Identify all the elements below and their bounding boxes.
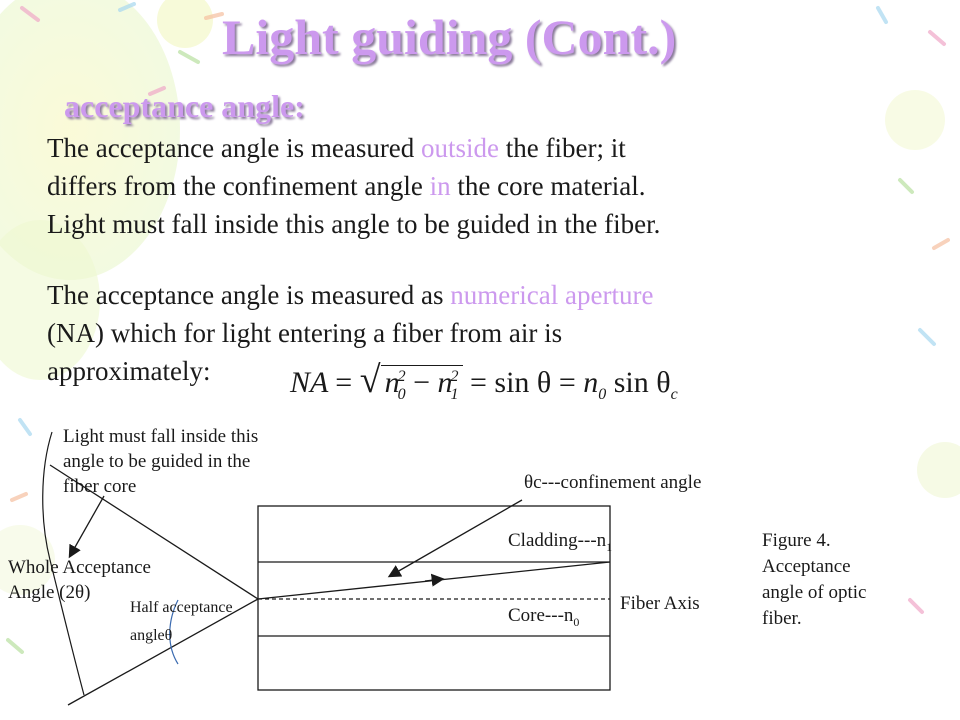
formula-sub: c	[670, 386, 678, 403]
confinement-pointer	[387, 499, 523, 578]
paragraph-1-line-3: Light must fall inside this angle to be …	[47, 205, 660, 243]
caption-line: Figure 4.	[762, 530, 831, 551]
cladding-label: Cladding---n1	[508, 528, 612, 560]
paragraph-2: The acceptance angle is measured as nume…	[47, 276, 653, 390]
whole-acceptance-line: Whole Acceptance	[8, 557, 151, 578]
core-subscript: 0	[573, 614, 580, 629]
na-formula: NA = √n20 − n21 = sin θ = n0 sin θc	[290, 359, 678, 403]
formula-n0: n	[384, 366, 400, 399]
decorative-dashes	[6, 2, 950, 654]
ray-direction-arrow	[424, 573, 445, 587]
confinement-angle-label: θc---confinement angle	[524, 472, 702, 493]
text: The acceptance angle is measured	[47, 133, 422, 163]
text: Light must fall inside this angle to be …	[47, 209, 661, 239]
fiber-axis-label: Fiber Axis	[620, 593, 700, 614]
decorative-bubble	[0, 220, 100, 380]
formula-sup: 2	[397, 368, 406, 385]
formula-n0: n	[583, 366, 599, 399]
ray-upper-incoming	[49, 464, 259, 600]
caption-line: fiber.	[762, 608, 802, 629]
cladding-text: Cladding---n	[508, 530, 607, 551]
formula-sup: 2	[450, 368, 459, 385]
note-line: angle to be guided in the	[63, 451, 251, 472]
note-line: Light must fall inside this	[63, 426, 259, 447]
paragraph-2-line-1: The acceptance angle is measured as nume…	[47, 276, 653, 314]
paragraph-1-line-2: differs from the confinement angle in th…	[47, 167, 660, 205]
half-acceptance-line: angleθ	[130, 627, 173, 644]
ray-lower-incoming	[67, 598, 259, 706]
paragraph-1: The acceptance angle is measured outside…	[47, 129, 660, 243]
decorative-bubble	[157, 0, 213, 48]
cladding-subscript: 1	[606, 539, 613, 554]
slide-subtitle: acceptance angle:	[64, 88, 305, 124]
text: the core material.	[450, 171, 646, 201]
fiber-box	[257, 505, 611, 691]
paragraph-2-line-2: (NA) which for light entering a fiber fr…	[47, 314, 653, 352]
formula-sub: 1	[450, 386, 459, 403]
formula-sin-theta-c: sin θ	[613, 366, 671, 399]
paragraph-1-line-1: The acceptance angle is measured outside…	[47, 129, 660, 167]
formula-n1: n	[437, 366, 453, 399]
whole-acceptance-line: Angle (2θ)	[8, 582, 91, 603]
highlight-in: in	[429, 171, 451, 201]
whole-acceptance-arc	[42, 431, 85, 696]
formula-sub: 0	[397, 386, 406, 403]
note-label: Light must fall inside this angle to be …	[63, 424, 258, 499]
core-label: Core---n0	[508, 603, 579, 635]
core-text: Core---n	[508, 605, 574, 626]
decorative-bubble	[885, 90, 945, 150]
note-line: fiber core	[63, 476, 137, 497]
caption-line: Acceptance	[762, 556, 851, 577]
formula-sub: 0	[598, 386, 607, 403]
highlight-outside: outside	[421, 133, 500, 163]
text: the fiber; it	[499, 133, 626, 163]
decorative-bubble	[0, 525, 55, 595]
text: The acceptance angle is measured as	[47, 280, 451, 310]
paragraph-2-line-3: approximately:	[47, 352, 653, 390]
highlight-numerical-aperture: numerical aperture	[450, 280, 654, 310]
text: (NA) which for light entering a fiber fr…	[47, 318, 563, 348]
formula-na: NA	[290, 366, 328, 399]
text: differs from the confinement angle	[47, 171, 430, 201]
slide-title: Light guiding (Cont.)	[222, 9, 677, 65]
formula-sin-theta: sin θ	[494, 366, 552, 399]
half-acceptance-line: Half acceptance	[130, 599, 233, 616]
whole-acceptance-label: Whole Acceptance Angle (2θ)	[8, 555, 151, 605]
decorative-bubble	[917, 442, 960, 498]
figure-caption: Figure 4. Acceptance angle of optic fibe…	[762, 528, 866, 632]
note-pointer	[68, 495, 105, 559]
half-acceptance-arc	[169, 599, 179, 665]
caption-line: angle of optic	[762, 582, 867, 603]
half-acceptance-label: Half acceptance angleθ	[130, 594, 233, 650]
decorative-bubble	[0, 0, 180, 280]
text: approximately:	[47, 356, 211, 386]
